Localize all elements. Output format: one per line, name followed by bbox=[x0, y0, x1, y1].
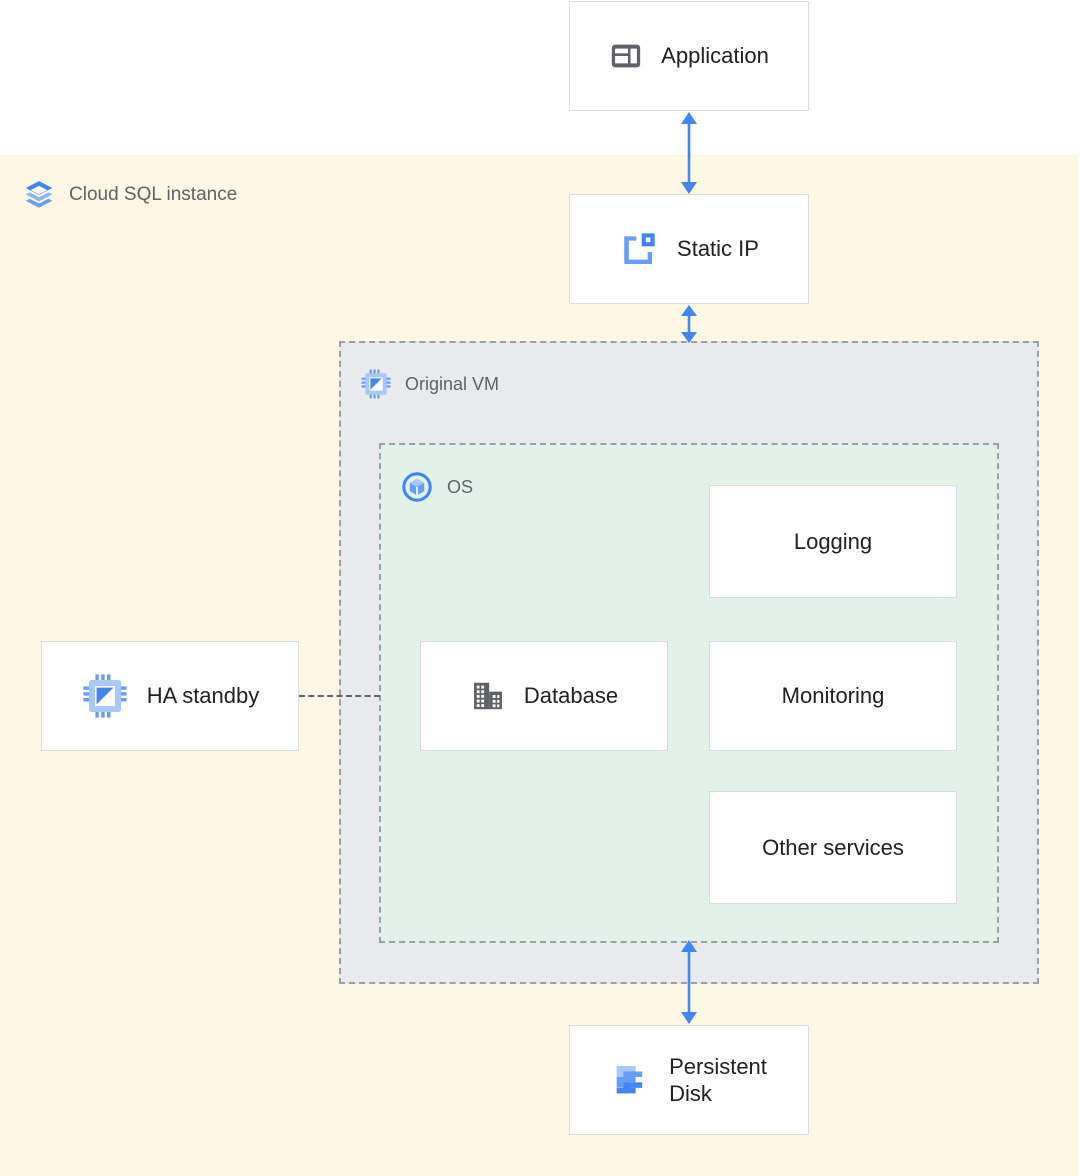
node-label: Persistent Disk bbox=[669, 1053, 767, 1107]
vm-cpu-chip-icon bbox=[360, 368, 392, 400]
node-monitoring[interactable]: Monitoring bbox=[709, 641, 957, 751]
node-label: Application bbox=[661, 43, 769, 69]
node-label: Static IP bbox=[677, 236, 759, 262]
node-static-ip[interactable]: Static IP bbox=[569, 194, 809, 304]
node-label: Logging bbox=[793, 528, 873, 554]
node-label: Database bbox=[523, 683, 619, 709]
region-label-cloud-sql-instance: Cloud SQL instance bbox=[22, 178, 237, 212]
region-label-os: OS bbox=[400, 470, 473, 504]
region-label-text: Cloud SQL instance bbox=[69, 184, 238, 205]
application-window-icon bbox=[609, 39, 643, 73]
vm-cpu-chip-icon bbox=[81, 672, 129, 720]
database-building-icon bbox=[470, 678, 506, 714]
node-label: Other services bbox=[762, 834, 904, 860]
connector-os-to-persistent-disk bbox=[669, 938, 709, 1031]
node-database[interactable]: Database bbox=[420, 641, 668, 751]
persistent-disk-steps-icon bbox=[611, 1060, 651, 1100]
region-label-text: OS bbox=[447, 476, 474, 497]
node-logging[interactable]: Logging bbox=[709, 485, 957, 598]
connector-application-to-static-ip bbox=[669, 110, 709, 201]
node-application[interactable]: Application bbox=[569, 1, 809, 111]
connector-static-ip-to-original-vm bbox=[669, 303, 709, 350]
node-other-services[interactable]: Other services bbox=[709, 791, 957, 904]
region-label-text: Original VM bbox=[405, 373, 500, 394]
os-circle-cube-icon bbox=[400, 470, 434, 504]
connector-ha-standby-to-database bbox=[299, 695, 380, 697]
node-ha-standby[interactable]: HA standby bbox=[41, 641, 299, 751]
node-label: HA standby bbox=[146, 683, 260, 709]
node-persistent-disk[interactable]: Persistent Disk bbox=[569, 1025, 809, 1135]
cloud-sql-stacked-layers-icon bbox=[22, 178, 56, 212]
node-label: Monitoring bbox=[781, 683, 885, 709]
region-label-original-vm: Original VM bbox=[360, 368, 499, 400]
static-ip-square-icon bbox=[619, 229, 659, 269]
